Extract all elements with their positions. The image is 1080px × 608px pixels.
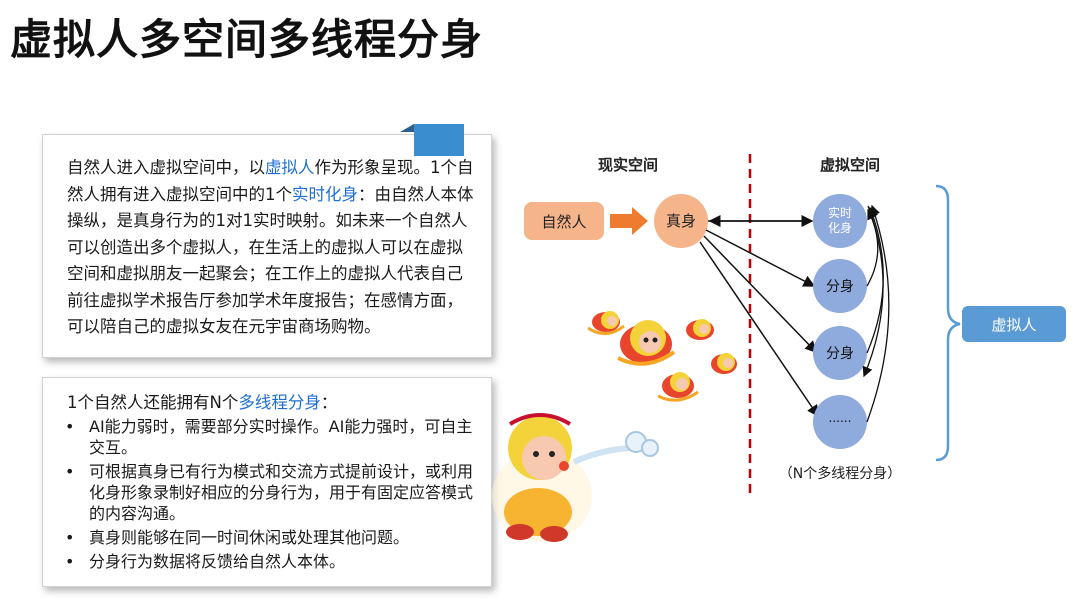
true-self-label: 真身: [666, 212, 696, 230]
intro-card: 自然人进入虚拟空间中，以虚拟人作为形象呈现。1个自然人拥有进入虚拟空间中的1个实…: [42, 134, 492, 358]
multithread-head-pre: 1个自然人还能拥有N个: [67, 393, 239, 412]
clone-label: 分身: [826, 346, 854, 362]
monkey-clone-icon: [657, 372, 699, 402]
realtime-avatar-label-line2: 化身: [828, 220, 852, 235]
bullet-item: 真身则能够在同一时间休闲或处理其他问题。: [63, 527, 473, 548]
real-space-label: 现实空间: [598, 156, 658, 174]
monkey-clone-icon: [587, 311, 625, 335]
virtual-human-label: 虚拟人: [991, 316, 1036, 334]
card-corner-flag: [400, 124, 464, 156]
monkey-king-blowing-illustration: [492, 413, 659, 542]
monkey-clones-illustration: [587, 311, 737, 402]
highlight-virtual-human: 虚拟人: [265, 158, 315, 177]
n-clones-caption: （N个多线程分身）: [779, 465, 901, 482]
multithread-heading: 1个自然人还能拥有N个多线程分身：: [67, 392, 477, 414]
orange-arrow-icon: [610, 207, 648, 235]
intro-paragraph: 自然人进入虚拟空间中，以虚拟人作为形象呈现。1个自然人拥有进入虚拟空间中的1个实…: [67, 155, 479, 341]
bullet-item: AI能力弱时，需要部分实时操作。AI能力强时，可自主交互。: [63, 416, 473, 458]
virtual-space-label: 虚拟空间: [820, 156, 880, 174]
clone-circle: [813, 326, 867, 380]
clone-more-label: ......: [829, 411, 852, 425]
multithread-bullet-list: AI能力弱时，需要部分实时操作。AI能力强时，可自主交互。 可根据真身已有行为模…: [63, 416, 473, 575]
intro-text-1: 自然人进入虚拟空间中，以: [67, 158, 265, 177]
feedback-arrow-clone-more: [866, 204, 890, 423]
arrow-to-clone-1: [705, 229, 816, 287]
realtime-avatar-circle: [813, 194, 867, 248]
arrow-to-clone-more: [699, 241, 819, 418]
realtime-to-clone-arrow: [862, 205, 884, 378]
bullet-item: 可根据真身已有行为模式和交流方式提前设计，或利用化身形象录制好相应的分身行为，用…: [63, 461, 473, 524]
highlight-realtime-avatar: 实时化身: [292, 184, 358, 204]
bullet-item: 分身行为数据将反馈给自然人本体。: [63, 551, 473, 572]
avatar-diagram: 现实空间 虚拟空间 自然人 真身 实时 化身 分身 分身 ...... （N个多…: [524, 154, 1066, 496]
monkey-clone-icon: [711, 353, 737, 374]
arrow-to-clone-2: [703, 235, 818, 354]
virtual-human-box: [962, 306, 1066, 342]
feedback-arrow-clone1: [866, 208, 879, 287]
multithread-card: 1个自然人还能拥有N个多线程分身： AI能力弱时，需要部分实时操作。AI能力强时…: [42, 377, 492, 587]
intro-text-2: 作为形象呈现。1个自然人拥有进入虚拟空间中的1个: [67, 158, 474, 204]
natural-person-box: [524, 202, 604, 240]
clone-more-circle: [813, 395, 867, 449]
realtime-avatar-label-line1: 实时: [828, 205, 852, 220]
monkey-clone-icon: [617, 320, 676, 366]
monkey-clone-icon: [686, 319, 714, 340]
clone-circle: [813, 259, 867, 313]
multithread-head-post: ：: [320, 393, 338, 412]
highlight-multithread-clone: 多线程分身: [238, 393, 321, 412]
true-self-circle: [654, 194, 708, 248]
intro-text-3: ：由自然人本体操纵，是真身行为的1对1实时映射。如未来一个自然人可以创造出多个虚…: [67, 184, 474, 337]
page-title: 虚拟人多空间多线程分身: [10, 15, 484, 64]
clone-label: 分身: [826, 279, 854, 295]
group-brace: [935, 184, 961, 462]
natural-person-label: 自然人: [541, 213, 586, 231]
